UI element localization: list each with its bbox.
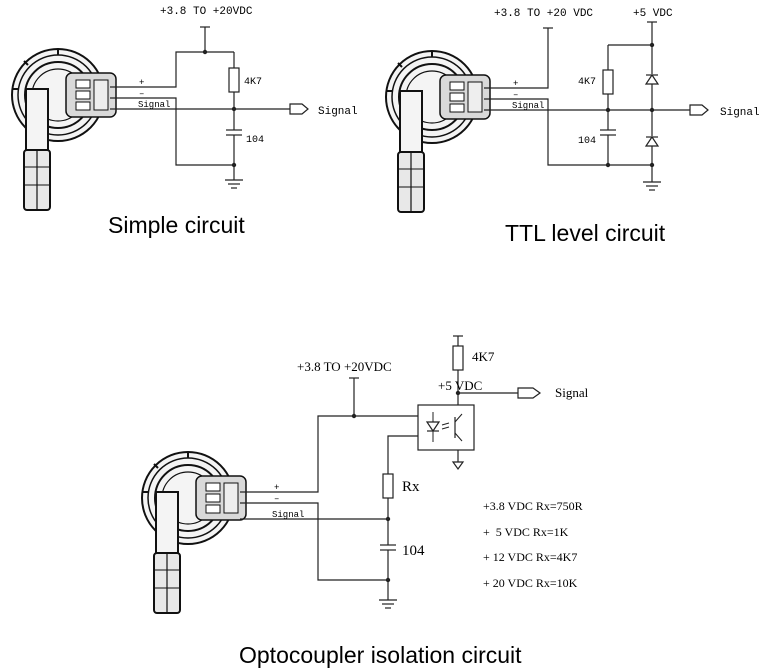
simple-output-label: Signal [318,106,358,118]
signal-output-arrow [517,387,542,399]
flow-sensor-image [385,50,491,213]
opto-circuit: +3.8 TO +20VDC 4K7 +5 VDC Signal + – Sig… [141,335,589,668]
ttl-output-label: Signal [720,107,760,119]
simple-caption: Simple circuit [108,212,245,238]
flow-sensor-image [11,48,117,211]
opto-rx-label: Rx [402,479,420,495]
opto-output-label: Signal [555,385,589,400]
opto-plus-label: + [274,483,279,493]
clamp-diode-bottom [644,135,660,147]
ttl-plus-label: + [513,79,518,89]
opto-supply5-label: +5 VDC [438,378,482,393]
ttl-caption: TTL level circuit [505,220,666,246]
resistor-4k7 [228,67,240,93]
resistor-rx [382,473,394,499]
opto-c1-label: 104 [402,543,425,559]
opto-pullup-label: 4K7 [472,349,495,364]
opto-caption: Optocoupler isolation circuit [239,642,522,668]
clamp-diode-top [644,73,660,85]
rx-table-row: +3.8 VDC Rx=750R [483,499,583,513]
opto-minus-label: – [274,494,279,504]
ttl-circuit: +3.8 TO +20 VDC +5 VDC + – Signal 4K7 10… [385,8,760,246]
simple-c1-label: 104 [246,135,264,146]
opto-ground-arrow [451,461,465,471]
simple-r1-label: 4K7 [244,77,262,88]
simple-plus-label: + [139,78,144,88]
flow-sensor-image [141,451,247,614]
ttl-c1-label: 104 [578,136,596,147]
resistor-4k7 [602,69,614,95]
resistor-4k7-pullup [452,345,464,371]
ttl-supply-label: +3.8 TO +20 VDC [494,8,593,20]
simple-supply-label: +3.8 TO +20VDC [160,6,253,18]
ttl-r1-label: 4K7 [578,77,596,88]
ttl-supply5-label: +5 VDC [633,8,673,20]
opto-supply-label: +3.8 TO +20VDC [297,359,392,374]
rx-table-row: + 20 VDC Rx=10K [483,576,578,590]
rx-table-row: + 12 VDC Rx=4K7 [483,550,577,564]
opto-signal-wire-label: Signal [272,510,304,520]
simple-minus-label: – [139,89,144,99]
signal-output-arrow [689,104,709,116]
ttl-signal-wire-label: Signal [512,101,544,111]
ttl-minus-label: – [513,90,518,100]
signal-output-arrow [289,103,309,115]
simple-circuit: +3.8 TO +20VDC + – Signal 4K7 104 Signal… [11,6,358,238]
rx-table-row: + 5 VDC Rx=1K [483,525,569,539]
simple-signal-wire-label: Signal [138,100,170,110]
